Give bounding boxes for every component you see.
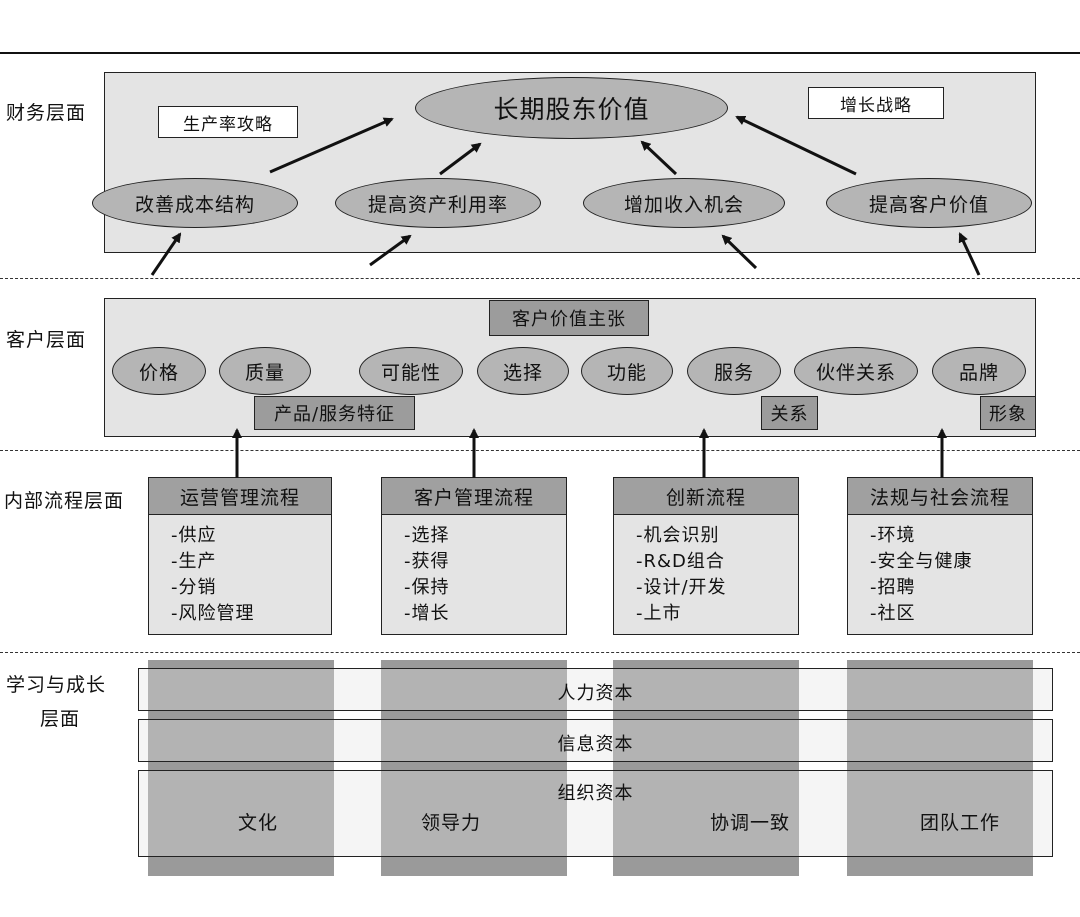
process-item: -保持 — [404, 577, 450, 598]
process-item: -环境 — [870, 525, 916, 546]
process-customer-management: 客户管理流程 -选择 -获得 -保持 -增长 — [381, 477, 567, 635]
layer-label-learning-2: 层面 — [40, 708, 81, 730]
process-item: -招聘 — [870, 577, 916, 598]
capital-label: 信息资本 — [557, 734, 634, 755]
customer-item-selection: 选择 — [477, 347, 569, 395]
capital-label: 组织资本 — [557, 783, 634, 804]
culture-item-culture: 文化 — [237, 812, 278, 834]
culture-column-3 — [613, 660, 799, 876]
culture-column-2 — [381, 660, 567, 876]
top-rule — [0, 52, 1080, 54]
process-title: 法规与社会流程 — [847, 477, 1033, 515]
arrow-assets-to-goal — [439, 142, 482, 176]
culture-item-teamwork: 团队工作 — [919, 812, 1000, 834]
arrow-customer-to-revenue — [721, 234, 758, 270]
layer-label-learning-1: 学习与成长 — [6, 674, 107, 696]
customer-item-partnership: 伙伴关系 — [794, 347, 918, 395]
process-item: -获得 — [404, 551, 450, 572]
process-innovation: 创新流程 -机会识别 -R&D组合 -设计/开发 -上市 — [613, 477, 799, 635]
process-item: -安全与健康 — [870, 551, 973, 572]
arrow-cost-to-goal — [269, 117, 394, 174]
capital-label: 人力资本 — [557, 683, 634, 704]
layer-label-customer: 客户层面 — [6, 329, 87, 351]
process-item: -生产 — [171, 551, 217, 572]
process-body: -供应 -生产 -分销 -风险管理 — [148, 515, 332, 635]
culture-column-1 — [148, 660, 334, 876]
culture-item-leadership: 领导力 — [420, 812, 481, 834]
customer-tag-image: 形象 — [980, 396, 1036, 430]
culture-item-alignment: 协调一致 — [709, 812, 790, 834]
process-item: -设计/开发 — [636, 577, 727, 598]
arrow-customer-to-cost — [150, 232, 182, 276]
process-item: -供应 — [171, 525, 217, 546]
customer-item-brand: 品牌 — [932, 347, 1026, 395]
layer-label-financial: 财务层面 — [6, 102, 87, 124]
customer-item-service: 服务 — [687, 347, 781, 395]
culture-column-4 — [847, 660, 1033, 876]
process-item: -选择 — [404, 525, 450, 546]
process-body: -机会识别 -R&D组合 -设计/开发 -上市 — [613, 515, 799, 635]
process-item: -上市 — [636, 603, 682, 624]
layer-label-internal: 内部流程层面 — [4, 490, 125, 512]
arrow-customer-to-custvalue — [958, 232, 981, 276]
strategy-growth: 增长战略 — [808, 87, 944, 119]
process-item: -社区 — [870, 603, 916, 624]
capital-bar-organization: 组织资本 — [138, 770, 1053, 857]
separator-customer-internal — [0, 450, 1080, 451]
customer-value-proposition: 客户价值主张 — [489, 300, 649, 336]
strategy-productivity: 生产率攻略 — [158, 106, 298, 138]
financial-goal-ellipse: 长期股东价值 — [415, 77, 728, 139]
financial-item-revenue: 增加收入机会 — [583, 178, 785, 228]
customer-item-availability: 可能性 — [359, 347, 463, 395]
financial-item-cost: 改善成本结构 — [92, 178, 298, 228]
process-item: -分销 — [171, 577, 217, 598]
process-item: -R&D组合 — [636, 551, 725, 572]
customer-tag-relation: 关系 — [761, 396, 818, 430]
financial-item-assets: 提高资产利用率 — [335, 178, 541, 228]
financial-item-customer-value: 提高客户价值 — [826, 178, 1032, 228]
process-title: 创新流程 — [613, 477, 799, 515]
arrow-customer-to-assets — [369, 234, 412, 267]
separator-financial-customer — [0, 278, 1080, 279]
process-item: -增长 — [404, 603, 450, 624]
process-item: -风险管理 — [171, 603, 255, 624]
customer-item-function: 功能 — [581, 347, 673, 395]
process-title: 运营管理流程 — [148, 477, 332, 515]
customer-item-price: 价格 — [112, 347, 206, 395]
capital-bar-information: 信息资本 — [138, 719, 1053, 762]
arrow-custvalue-to-goal — [735, 115, 857, 176]
process-item: -机会识别 — [636, 525, 720, 546]
customer-tag-product: 产品/服务特征 — [254, 396, 415, 430]
capital-bar-human: 人力资本 — [138, 668, 1053, 711]
process-body: -环境 -安全与健康 -招聘 -社区 — [847, 515, 1033, 635]
process-title: 客户管理流程 — [381, 477, 567, 515]
process-body: -选择 -获得 -保持 -增长 — [381, 515, 567, 635]
process-operations: 运营管理流程 -供应 -生产 -分销 -风险管理 — [148, 477, 332, 635]
customer-item-quality: 质量 — [219, 347, 311, 395]
process-regulatory-social: 法规与社会流程 -环境 -安全与健康 -招聘 -社区 — [847, 477, 1033, 635]
arrow-revenue-to-goal — [640, 140, 678, 176]
separator-internal-learning — [0, 652, 1080, 653]
